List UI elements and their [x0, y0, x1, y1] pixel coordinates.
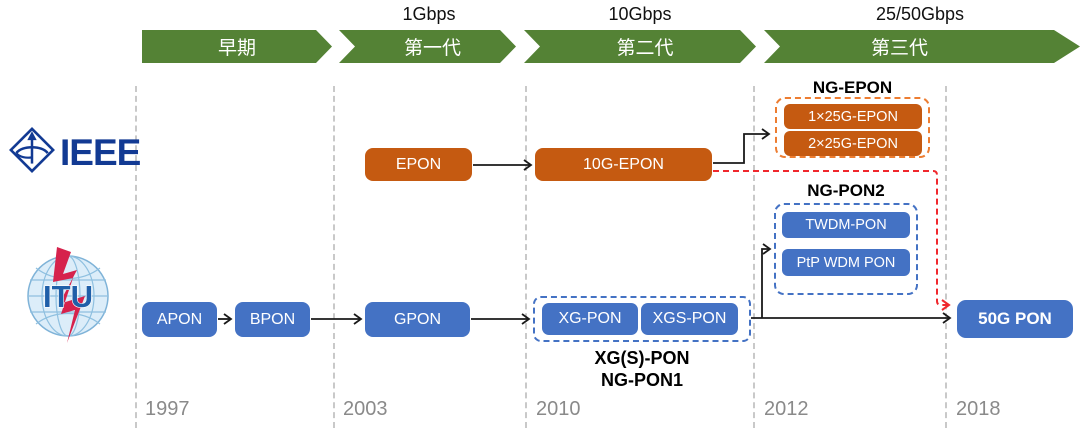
itu-logo: ITU — [24, 246, 112, 349]
node-xgs-pon: XGS-PON — [641, 303, 738, 335]
node-epon: EPON — [365, 148, 472, 181]
node-apon: APON — [142, 302, 217, 337]
itu-bolt-icon — [53, 247, 85, 343]
year-line-2003 — [333, 86, 335, 428]
year-line-2012 — [753, 86, 755, 428]
year-label-1997: 1997 — [145, 398, 190, 420]
itu-globe-icon: ITU — [27, 247, 109, 343]
ieee-diamond-icon — [8, 126, 56, 179]
ng-pon2-group-label: NG-PON2 — [807, 181, 885, 200]
node-2x25g-epon: 2×25G-EPON — [784, 131, 922, 156]
speed-label-25-50gbps: 25/50Gbps — [875, 4, 965, 24]
ieee-logo: IEEE — [8, 126, 141, 179]
node-10g-epon: 10G-EPON — [535, 148, 712, 181]
year-label-2012: 2012 — [764, 398, 809, 420]
speed-label-1gbps: 1Gbps — [402, 4, 456, 24]
year-label-2010: 2010 — [536, 398, 581, 420]
node-bpon: BPON — [235, 302, 310, 337]
ng-epon-group-box — [775, 97, 930, 158]
generation-label: 第三代 — [870, 38, 928, 59]
ieee-logo-text: IEEE — [60, 131, 141, 173]
xgs-pon-group-box — [533, 296, 751, 342]
speed-label-10gbps: 10Gbps — [608, 4, 672, 24]
xgs-pon-group-label-line2: NG-PON1 — [600, 370, 683, 390]
itu-logo-text: ITU — [43, 279, 93, 314]
generation-label: 早期 — [217, 38, 256, 59]
node-ptp-wdm-pon: PtP WDM PON — [782, 249, 910, 276]
year-label-2003: 2003 — [343, 398, 388, 420]
generation-segment-3rd: 第三代 — [764, 30, 1080, 63]
node-gpon: GPON — [365, 302, 470, 337]
ng-epon-group-label: NG-EPON — [812, 78, 893, 97]
generation-segment-2nd: 第二代 — [524, 30, 756, 63]
generation-label: 第一代 — [403, 38, 461, 59]
arrow-apon-to-bpon — [218, 313, 233, 325]
year-label-2018: 2018 — [956, 398, 1001, 420]
node-50g-pon: 50G PON — [957, 300, 1073, 338]
xgs-pon-group-label-line1: XG(S)-PON — [594, 348, 690, 368]
year-line-2018 — [945, 86, 947, 428]
arrow-epon-to-10g-epon — [473, 159, 533, 171]
generation-segment-early: 早期 — [142, 30, 332, 63]
node-xg-pon: XG-PON — [542, 303, 638, 335]
arrow-xgs-to-ng-pon2 — [761, 243, 772, 318]
arrow-xgs-to-50g-pon — [751, 312, 952, 324]
node-1x25g-epon: 1×25G-EPON — [784, 104, 922, 129]
arrow-gpon-to-xgs — [471, 313, 531, 325]
generation-segment-1st: 第一代 — [339, 30, 516, 63]
year-line-1997 — [135, 86, 137, 428]
node-twdm-pon: TWDM-PON — [782, 212, 910, 238]
arrow-10g-epon-to-ng-epon — [713, 128, 771, 164]
generation-label: 第二代 — [616, 38, 674, 59]
year-line-2010 — [525, 86, 527, 428]
arrow-bpon-to-gpon — [311, 313, 363, 325]
